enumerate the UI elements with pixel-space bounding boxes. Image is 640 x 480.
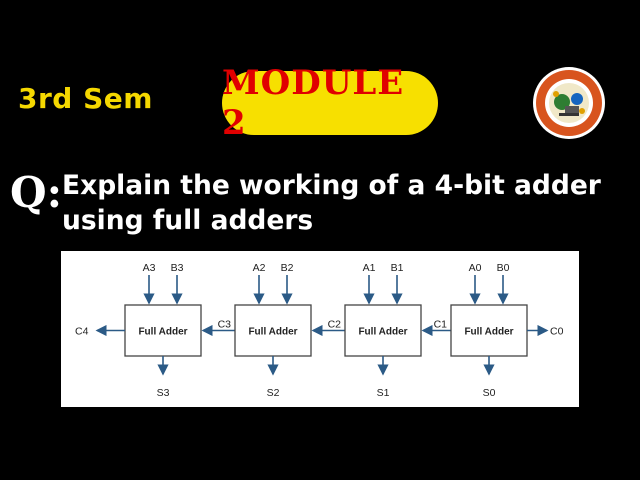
module-badge: MODULE 2 [222,63,438,143]
input-b-label: B0 [497,262,510,274]
input-b-label: B3 [171,262,184,274]
carry-out-label: C4 [75,326,89,338]
semester-label: 3rd Sem [18,82,153,115]
input-a-label: A1 [363,262,376,274]
input-a-label: A3 [143,262,156,274]
sum-label: S2 [267,387,280,399]
sum-label: S1 [377,387,390,399]
carry-label: C1 [434,319,448,331]
question-line-2: using full adders [62,205,314,236]
full-adder-label: Full Adder [138,327,187,338]
carry-label: C3 [218,319,232,331]
sum-label: S0 [483,387,496,399]
carry-label: C2 [328,319,342,331]
input-b-label: B2 [281,262,294,274]
question-prefix: Q: [10,168,63,217]
full-adder-block [344,304,422,357]
full-adder-block [450,304,528,357]
input-a-label: A2 [253,262,266,274]
full-adder-label: Full Adder [464,327,513,338]
university-emblem-icon [532,66,606,140]
carry-in-label: C0 [550,326,564,338]
question-text: Explain the working of a 4-bit adder usi… [62,168,632,238]
question-line-1: Explain the working of a 4-bit adder [62,170,601,201]
full-adder-label: Full Adder [358,327,407,338]
full-adder-label: Full Adder [248,327,297,338]
input-b-label: B1 [391,262,404,274]
module-label: MODULE 2 [222,63,405,143]
sum-label: S3 [157,387,170,399]
full-adder-block [234,304,312,357]
input-a-label: A0 [469,262,482,274]
